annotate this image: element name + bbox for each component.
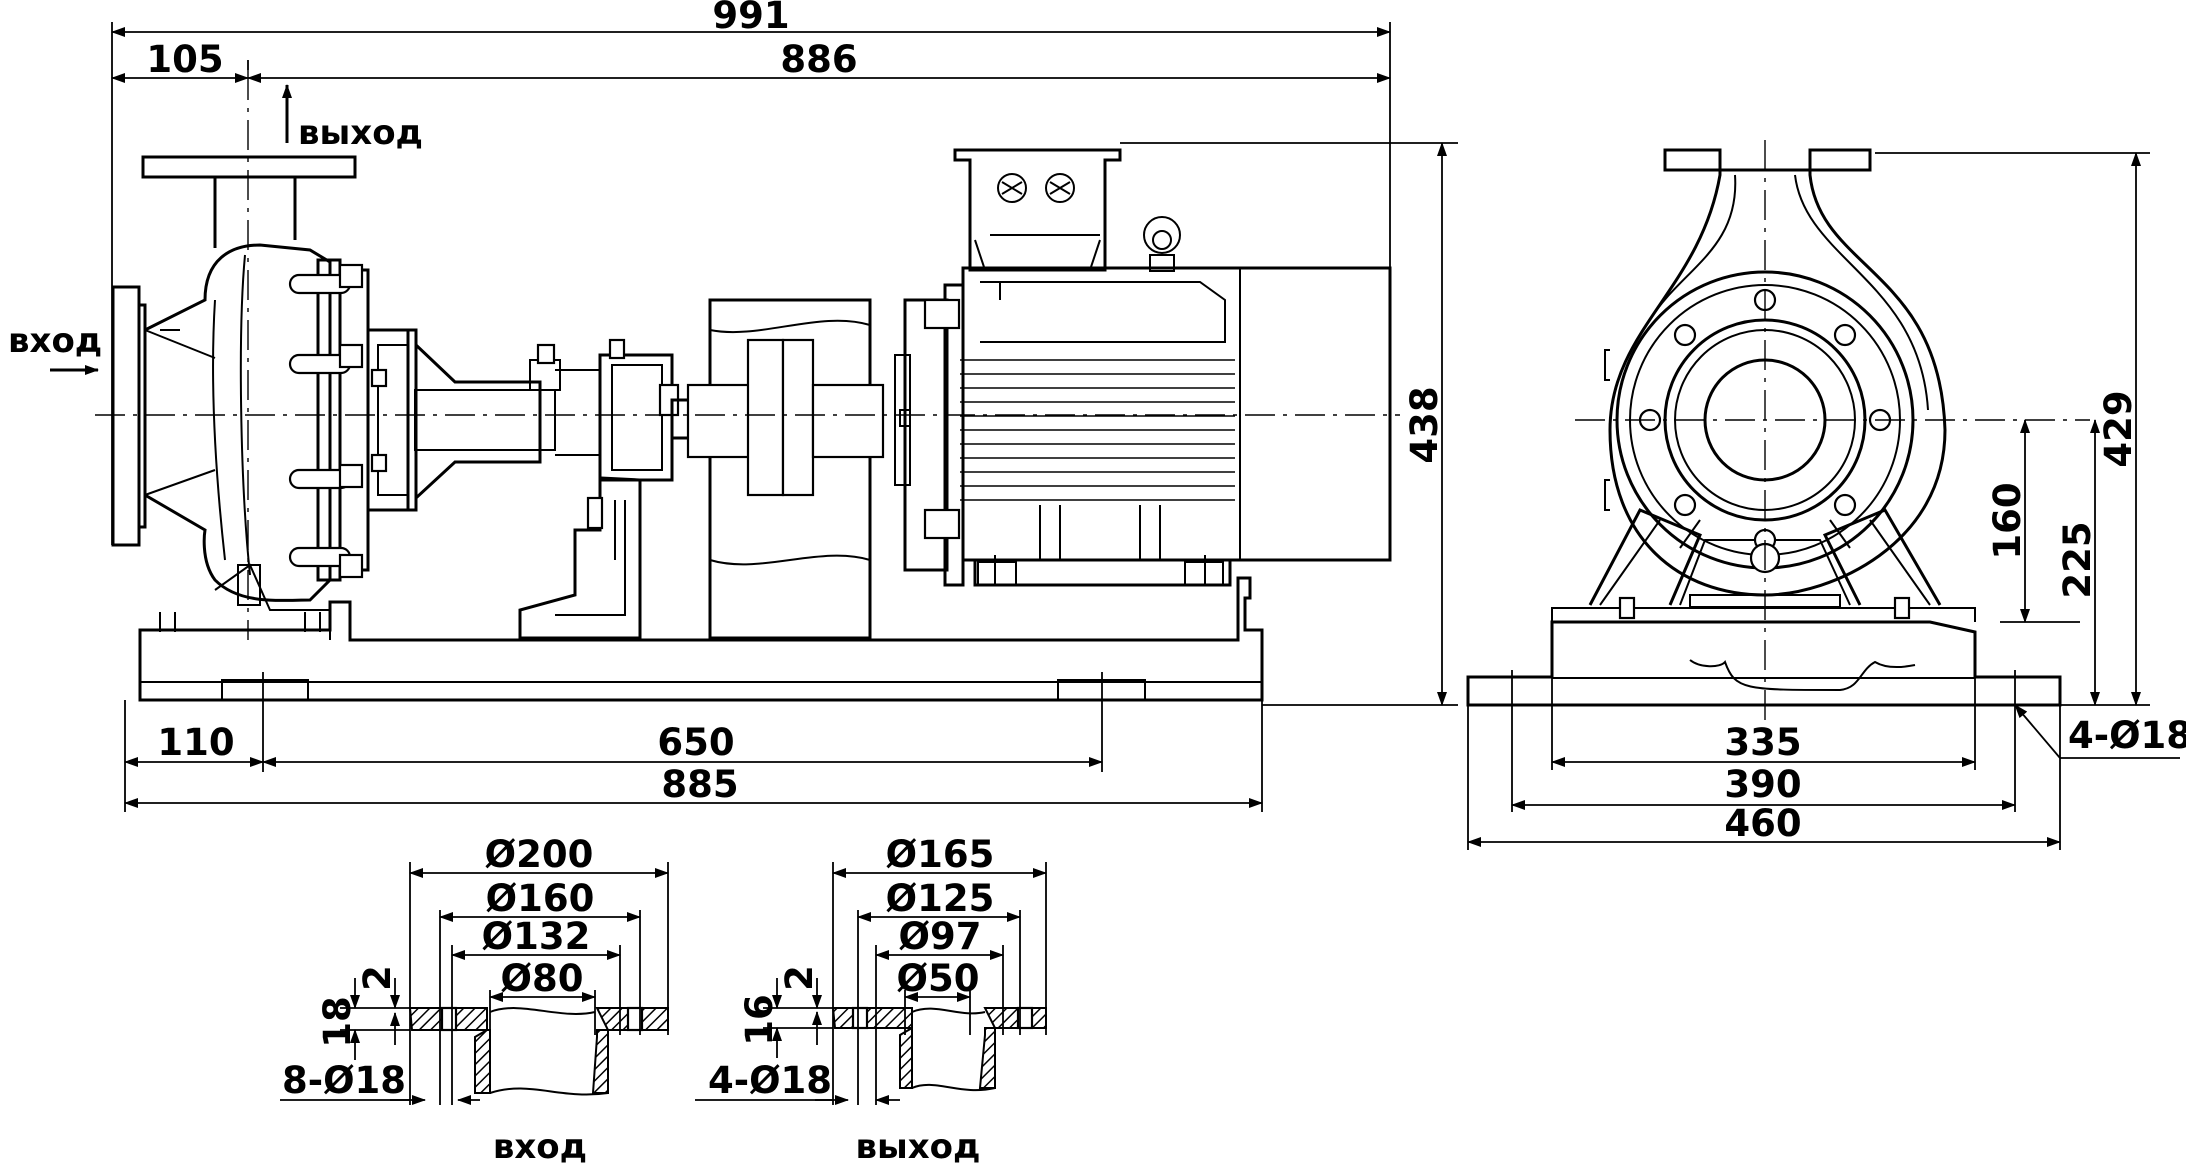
dim-460: 460 — [1724, 802, 1801, 845]
dim-outlet-raised-face: Ø97 — [899, 915, 982, 958]
dim-inlet-thickness: 18 — [316, 996, 359, 1048]
dim-inlet-bore: Ø80 — [501, 957, 584, 1000]
coupling — [686, 298, 885, 640]
front-view-dimensions: 991 105 886 438 110 650 885 — [111, 0, 1458, 812]
dim-335: 335 — [1724, 721, 1801, 764]
side-view — [1466, 140, 2090, 720]
dim-inlet-outer: Ø200 — [485, 833, 594, 876]
dim-438: 438 — [1403, 386, 1446, 463]
bearing-frame — [366, 328, 704, 640]
casing-bolts — [288, 263, 364, 579]
side-view-dimensions: 160 225 429 335 390 460 4-Ø18 — [1467, 152, 2186, 850]
dim-429: 429 — [2097, 390, 2140, 467]
pump-casing — [111, 155, 370, 640]
dim-110: 110 — [157, 721, 234, 764]
dim-outlet-thickness: 16 — [738, 994, 781, 1046]
dim-650: 650 — [657, 721, 734, 764]
dim-886: 886 — [780, 38, 857, 81]
dim-outlet-face: 2 — [778, 965, 821, 991]
dim-inlet-face: 2 — [356, 965, 399, 991]
dim-885: 885 — [661, 763, 738, 806]
outlet-flange-caption: выход — [855, 1127, 980, 1167]
cooling-fins — [960, 359, 1235, 501]
dim-outlet-bore: Ø50 — [897, 957, 980, 1000]
dim-outlet-bolt-circle: Ø125 — [886, 877, 995, 920]
dim-inlet-holes: 8-Ø18 — [282, 1059, 406, 1102]
outlet-label: выход — [298, 113, 423, 153]
side-view-bolt-holes — [1638, 288, 1892, 552]
inlet-flange-detail: Ø200 Ø160 Ø132 Ø80 18 2 8-Ø18 вход — [280, 833, 669, 1167]
dim-side-holes: 4-Ø18 — [2068, 714, 2186, 757]
dim-outlet-outer: Ø165 — [886, 833, 995, 876]
inlet-label: вход — [8, 321, 102, 361]
base-frame — [138, 576, 1264, 702]
dim-991: 991 — [712, 0, 789, 37]
outlet-arrow: выход — [282, 84, 423, 153]
dim-inlet-bolt-circle: Ø160 — [486, 877, 595, 920]
motor — [894, 148, 1392, 587]
dim-inlet-raised-face: Ø132 — [482, 915, 591, 958]
dim-390: 390 — [1724, 763, 1801, 806]
inlet-flange-caption: вход — [493, 1127, 587, 1167]
inlet-arrow: вход — [8, 321, 102, 375]
front-view: вход выход — [8, 70, 1400, 702]
outlet-flange-detail: Ø165 Ø125 Ø97 Ø50 16 2 4-Ø18 выход — [695, 833, 1047, 1167]
dim-outlet-holes: 4-Ø18 — [708, 1059, 832, 1102]
dim-105: 105 — [146, 38, 223, 81]
dim-160: 160 — [1986, 482, 2029, 559]
dim-225: 225 — [2056, 521, 2099, 598]
